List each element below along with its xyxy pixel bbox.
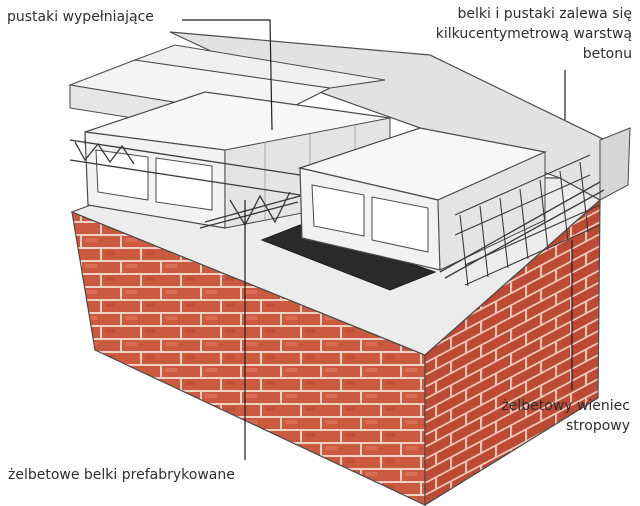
leader-filling-blocks bbox=[182, 19, 273, 131]
filling-block-right bbox=[297, 127, 547, 271]
prefab-beam-left bbox=[69, 139, 301, 229]
label-prefab-beams-text: żelbetowe belki prefabrykowane bbox=[8, 467, 235, 483]
label-prefab-beams: żelbetowe belki prefabrykowane bbox=[8, 465, 235, 485]
label-filling-blocks: pustaki wypełniające bbox=[7, 7, 154, 27]
opening-between-blocks bbox=[260, 224, 437, 291]
label-ring-beam-line-1: żelbetowy wieniec bbox=[501, 398, 630, 414]
label-concrete-layer-line-3: betonu bbox=[582, 46, 632, 62]
label-concrete-layer-line-1: belki i pustaki zalewa się bbox=[457, 6, 632, 22]
concrete-layer-edge bbox=[599, 127, 631, 201]
prefab-beam-right bbox=[439, 181, 605, 279]
filling-block-back-mid bbox=[134, 44, 386, 89]
label-ring-beam: żelbetowy wieniec stropowy bbox=[501, 396, 630, 436]
ring-beam-reinforcement bbox=[454, 154, 601, 287]
label-ring-beam-line-2: stropowy bbox=[566, 418, 630, 434]
leader-lines bbox=[182, 19, 573, 460]
label-concrete-layer-line-2: kilkucentymetrową warstwą bbox=[435, 26, 632, 42]
label-concrete-layer: belki i pustaki zalewa się kilkucentymet… bbox=[436, 4, 632, 64]
label-filling-blocks-text: pustaki wypełniające bbox=[7, 9, 154, 25]
